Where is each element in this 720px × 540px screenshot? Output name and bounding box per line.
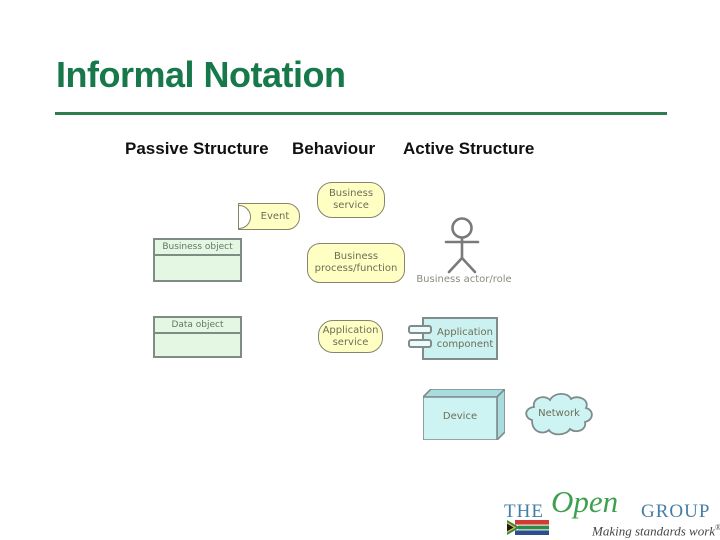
component-tab-icon: [408, 339, 432, 348]
data-object-shape: Data object: [153, 316, 242, 358]
network-label-wrap: Network: [524, 408, 594, 420]
device-label: Device: [442, 411, 478, 422]
business-object-shape: Business object: [153, 238, 242, 282]
tagline-text: Making standards work: [592, 523, 716, 539]
business-process-function-label: Business process/function: [314, 251, 398, 274]
column-header-passive-structure: Passive Structure: [125, 139, 269, 158]
device-3d-box-icon: [423, 389, 505, 440]
event-label: Event: [260, 210, 290, 222]
event-notch-icon: [239, 204, 251, 229]
column-header-active-structure: Active Structure: [403, 139, 535, 158]
registered-mark: ®: [715, 523, 720, 532]
column-header-behaviour: Behaviour: [292, 139, 376, 158]
application-service-label: Application service: [322, 324, 379, 348]
logo-group-text: GROUP: [641, 501, 711, 522]
page-title: Informal Notation: [56, 54, 346, 95]
data-object-title-band: Data object: [155, 318, 240, 334]
business-object-label: Business object: [162, 241, 233, 252]
business-actor-label: Business actor/role: [416, 274, 512, 285]
business-process-function-shape: Business process/function: [307, 243, 405, 283]
data-object-label: Data object: [171, 319, 224, 330]
logo-the-text: THE: [504, 501, 544, 522]
title-underline: [55, 112, 667, 115]
application-service-shape: Application service: [318, 320, 383, 353]
event-shape: Event: [238, 203, 300, 230]
business-actor-label-wrap: Business actor/role: [414, 274, 514, 286]
business-service-label: Business service: [328, 188, 374, 211]
device-label-wrap: Device: [423, 411, 497, 423]
application-component-shape: Application component: [422, 317, 498, 360]
network-cloud-icon: [525, 392, 593, 436]
logo-open-script: Open: [551, 484, 619, 519]
network-label: Network: [538, 408, 580, 419]
logo-tagline: Making standards work®: [592, 523, 720, 539]
business-service-shape: Business service: [317, 182, 385, 218]
business-actor-icon: [444, 217, 480, 274]
component-tab-icon: [408, 325, 432, 334]
business-object-title-band: Business object: [155, 240, 240, 256]
south-africa-flag-icon: [507, 520, 549, 535]
application-component-label: Application component: [436, 326, 494, 350]
